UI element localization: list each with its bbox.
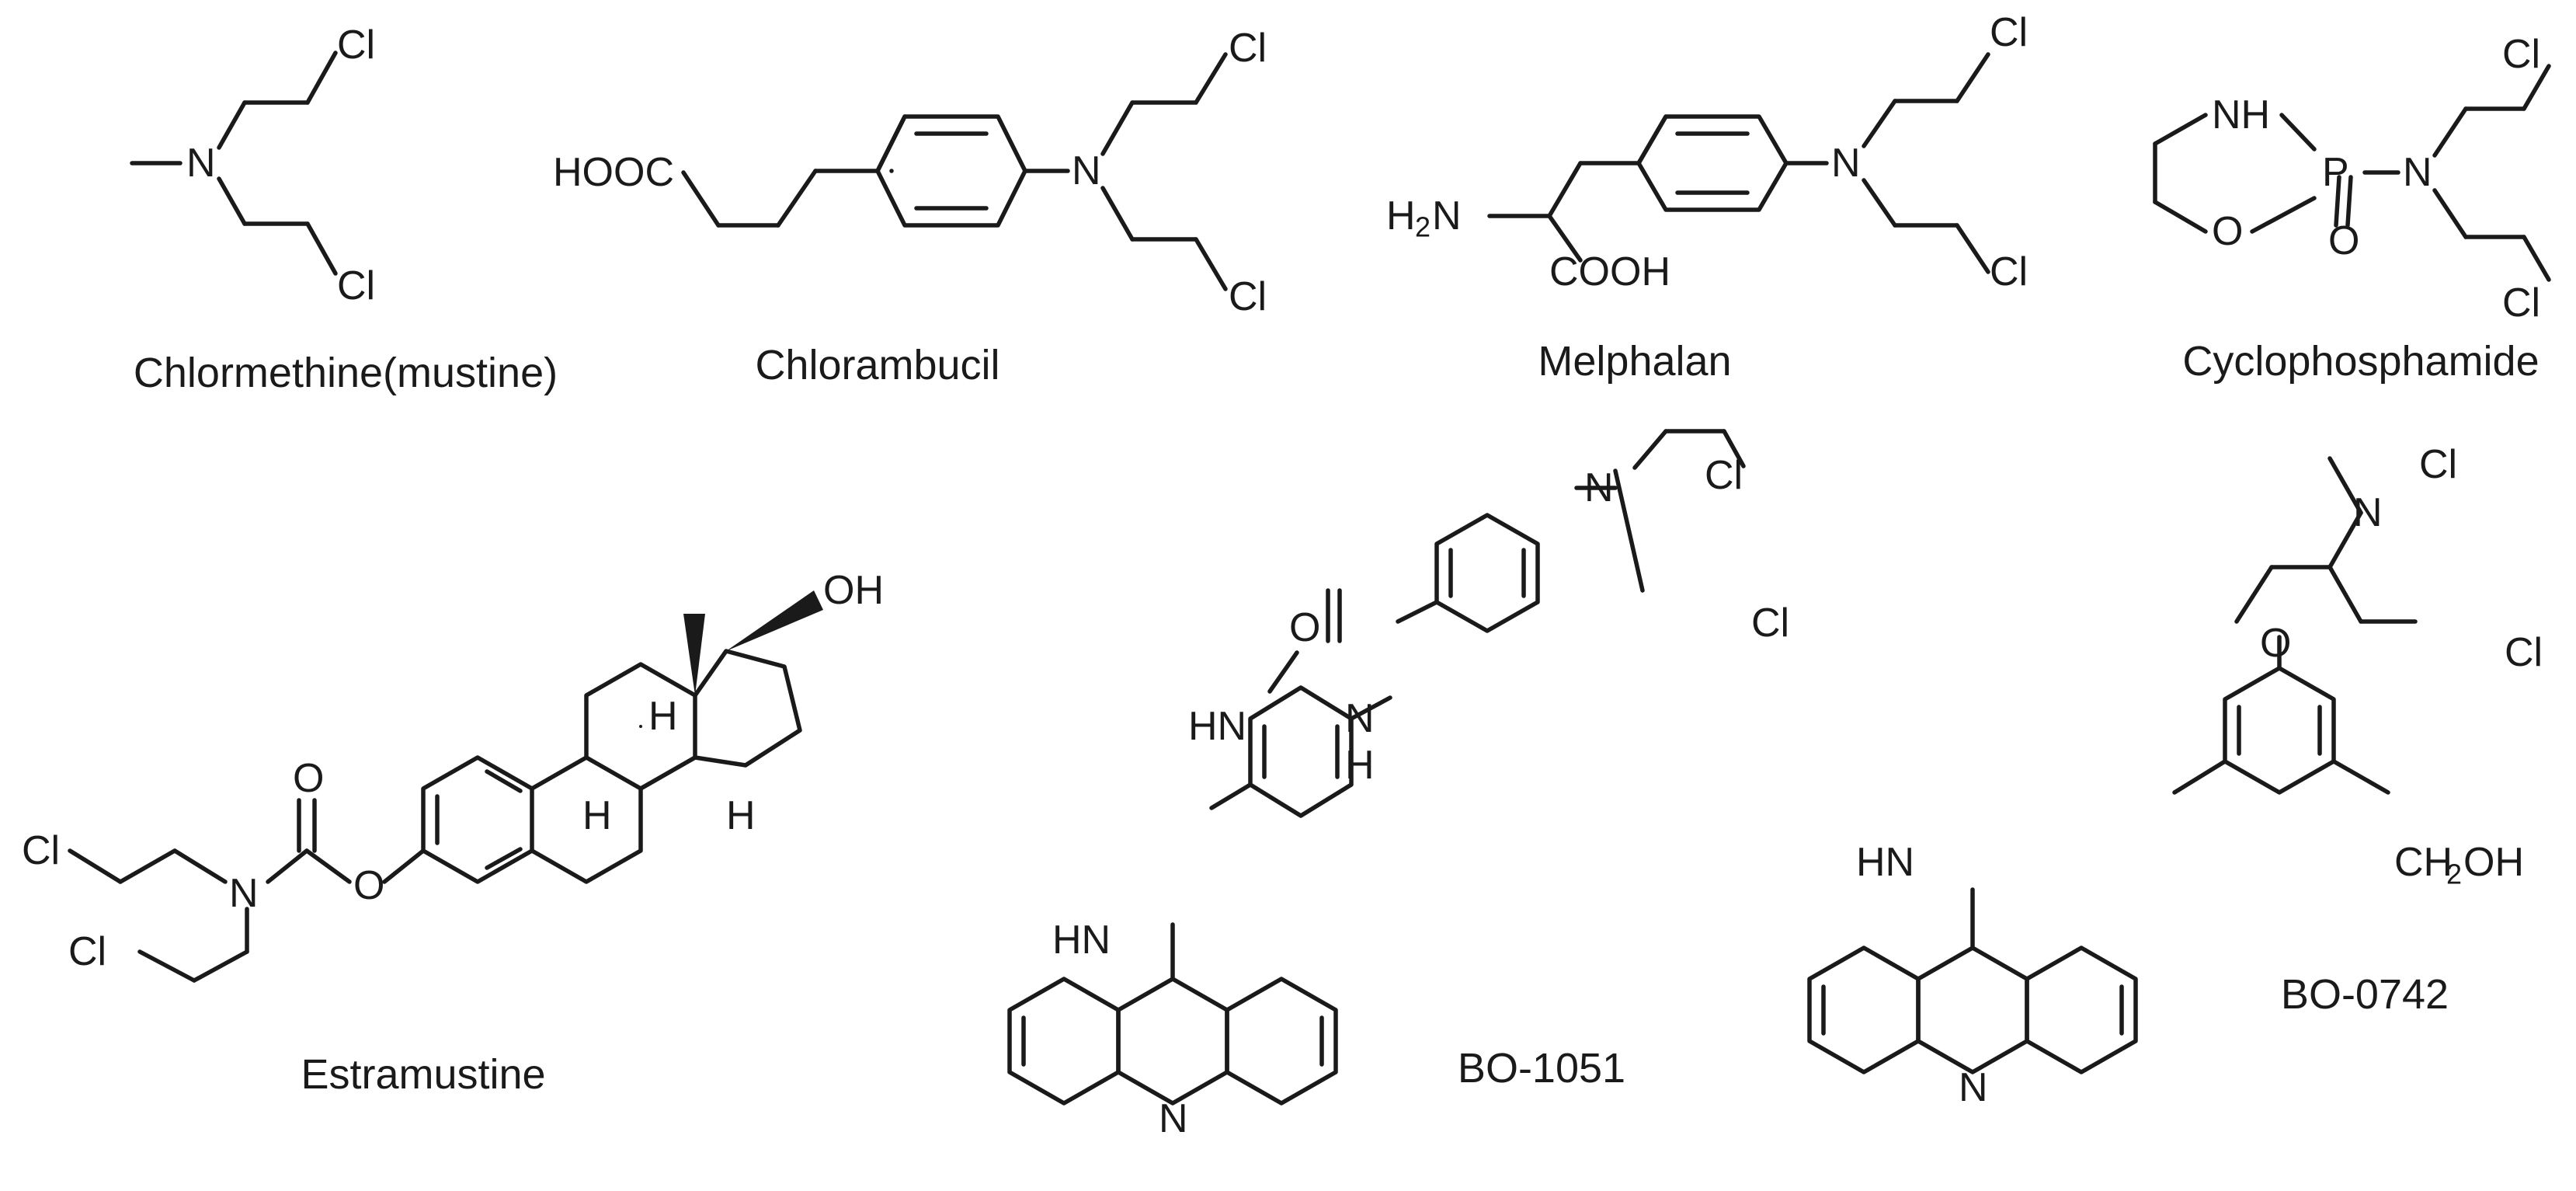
nitrogen-atom: N [229,871,259,916]
oxygen-atom: O [293,756,324,801]
stereo-hydrogen: H [726,793,756,838]
compound-name-bo0742: BO-0742 [2281,971,2449,1018]
compound-name-chlormethine: Chlormethine(mustine) [134,350,558,396]
hydroxymethyl-subscript: 2 [2446,858,2462,890]
compound-name-chlorambucil: Chlorambucil [755,342,999,388]
compound-name-estramustine: Estramustine [301,1051,545,1098]
chlorine-atom: Cl [1229,26,1267,71]
nitrogen-atom: N [2353,490,2383,535]
melphalan-structure: H 2 N COOH N Cl Cl Melphalan [1386,10,2028,385]
acridine-nitrogen: N [1159,1096,1188,1141]
carbonyl-oxygen: O [1289,605,1320,650]
phosphorus-atom: P [2322,150,2349,195]
oxygen-atom: O [353,863,384,908]
chlorine-atom: Cl [1990,10,2028,55]
bo0742-structure: O N Cl Cl HN CH 2 OH N BO-0742 [1807,442,2543,1110]
melphalan-bonds [1487,52,1990,274]
oxygen-atom: O [2212,209,2243,254]
hydroxymethyl-ch: CH [2394,840,2453,885]
nitrogen-atom: N [186,141,216,186]
chlorambucil-structure: HOOC N Cl Cl Chlorambucil [553,26,1267,388]
chlorine-atom: Cl [1229,274,1267,319]
compound-name-melphalan: Melphalan [1538,338,1731,385]
chlorine-atom: Cl [337,263,375,308]
chlorine-atom: Cl [2419,442,2457,487]
amino-subscript: 2 [1415,211,1431,243]
ether-oxygen: O [2260,621,2291,666]
bo0742-bonds [1807,456,2418,1074]
chlorine-atom: Cl [2505,630,2543,675]
nh-group: HN [1856,840,1914,885]
chlorine-atom: Cl [2502,280,2540,326]
acridine-nitrogen: N [1959,1065,1988,1110]
estramustine-structure: Cl Cl N O O OH H H H Estramustine [22,568,884,1098]
nh-hydrogen: H [1345,743,1375,788]
chlorine-atom: Cl [1705,453,1743,498]
amino-nitrogen: N [1432,193,1462,239]
bo1051-bonds [1007,429,1746,1106]
carboxyl-group: HOOC [553,150,674,195]
nitrogen-atom: N [1584,465,1614,510]
cyclophosphamide-bonds [2153,64,2551,282]
chlorine-atom: Cl [68,929,106,974]
chlorine-atom: Cl [1751,601,1789,646]
cyclophosphamide-structure: NH P O O N Cl Cl Cyclophosphamide [2153,32,2551,385]
chlormethine-bonds [130,50,338,276]
estramustine-bonds [68,590,823,983]
chlorine-atom: Cl [1990,249,2028,294]
hydroxyl-group: OH [823,568,884,613]
carboxyl-group: COOH [1549,249,1670,294]
compound-name-bo1051: BO-1051 [1458,1045,1625,1092]
nitrogen-atom: N [1072,148,1101,193]
bo1051-structure: O HN N H HN N N Cl Cl BO-1051 [1007,429,1789,1141]
amino-hydrogen: H [1386,193,1416,239]
stereo-hydrogen: H [582,793,612,838]
nh-group: HN [1052,918,1111,963]
nitrogen-atom: N [1831,141,1861,186]
nh-group: HN [1188,704,1246,749]
oxygen-atom: O [2328,218,2359,263]
nh-group: NH [2212,92,2270,138]
stereo-hydrogen: H [648,694,678,739]
chlorine-atom: Cl [2502,32,2540,77]
hydroxymethyl-oh: OH [2463,840,2524,885]
nitrogen-atom: N [2403,150,2432,195]
chlorine-atom: Cl [22,828,60,873]
chlorine-atom: Cl [337,23,375,68]
chlorambucil-bonds [681,52,1228,291]
compound-name-cyclophosphamide: Cyclophosphamide [2182,338,2539,385]
chlormethine-structure: Cl N Cl Chlormethine(mustine) [130,23,558,396]
nh-nitrogen: N [1345,696,1375,741]
